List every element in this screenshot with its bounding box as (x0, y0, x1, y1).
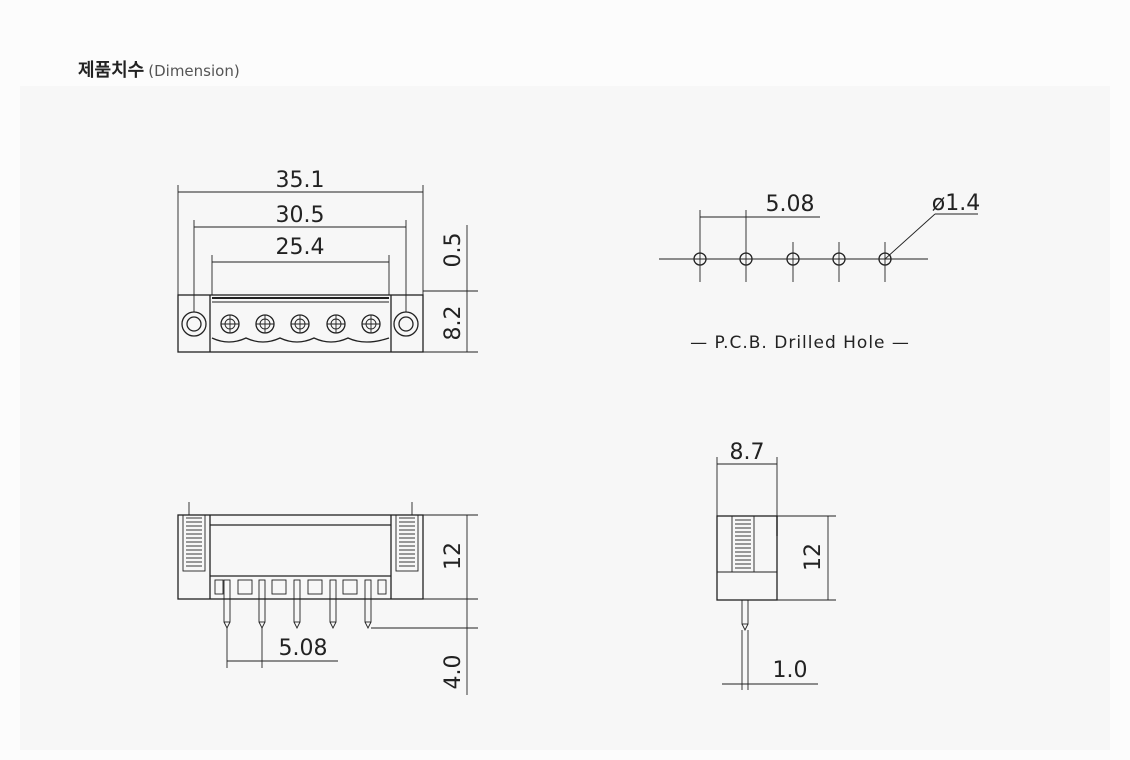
pcb-pin (223, 579, 231, 630)
terminal-screw (290, 314, 310, 334)
pcb-hole (739, 242, 753, 282)
dim-label-front-height: 8.2 (441, 306, 466, 341)
dim-label-side-height: 12 (441, 542, 466, 570)
left-thread (182, 502, 206, 572)
dim-label-side-pitch: 5.08 (279, 636, 328, 661)
dim-label-pcb-pitch: 5.08 (766, 192, 815, 217)
dimension-30-5: 30.5 (193, 203, 407, 312)
right-thread (395, 502, 419, 572)
dim-label-top-offset: 0.5 (441, 233, 466, 268)
terminal-screw (255, 314, 275, 334)
pin-slots (214, 579, 387, 595)
dim-label-end-depth: 8.7 (730, 440, 765, 465)
pcb-pin (364, 579, 372, 630)
pcb-hole-view: 5.08 ø1.4 — P.C.B. Drilled Hole — (659, 191, 980, 353)
end-body-outline (716, 515, 778, 601)
pcb-caption: — P.C.B. Drilled Hole — (690, 333, 910, 353)
pcb-pin (329, 579, 337, 630)
end-pin (741, 599, 749, 632)
terminal-screw (220, 314, 240, 334)
dim-label-pitch-span: 25.4 (276, 235, 325, 260)
end-view: 8.7 12 1.0 (716, 440, 836, 690)
drawing-panel (20, 86, 1110, 750)
pcb-hole (786, 242, 800, 282)
pcb-pin (293, 579, 301, 630)
dimension-vertical-side: 12 4.0 (371, 514, 478, 695)
dimension-side-pitch: 5.08 (226, 628, 338, 668)
dimension-hole-diameter: ø1.4 (884, 191, 980, 260)
front-view: 35.1 30.5 25.4 0.5 8.2 (177, 168, 478, 353)
side-view: 5.08 12 4.0 (177, 502, 478, 695)
front-body-outline (177, 294, 424, 353)
dim-label-end-height: 12 (801, 543, 826, 571)
dimension-end-depth: 8.7 (716, 440, 778, 516)
dim-label-flange-width: 30.5 (276, 203, 325, 228)
terminal-screw (326, 314, 346, 334)
plug-grip-wave (211, 337, 390, 343)
dimension-pin-width: 1.0 (722, 630, 818, 690)
left-flange-screw (181, 311, 207, 337)
pcb-hole (832, 242, 846, 282)
terminal-screw (361, 314, 381, 334)
dim-label-hole-diameter: ø1.4 (932, 191, 980, 216)
pcb-hole (693, 242, 707, 282)
dimension-end-height: 12 (777, 515, 836, 601)
dim-label-pin-width: 1.0 (773, 658, 808, 683)
end-thread (735, 519, 751, 569)
title-korean: 제품치수 (78, 60, 145, 81)
dimension-pcb-pitch: 5.08 (699, 192, 820, 242)
dim-label-total-width: 35.1 (276, 168, 325, 193)
dimension-35-1: 35.1 (177, 168, 424, 295)
right-flange-screw (393, 311, 419, 337)
pcb-hole (878, 242, 892, 282)
dimension-vertical-front: 0.5 8.2 (423, 225, 478, 353)
dim-label-pin-length: 4.0 (441, 655, 466, 690)
pcb-pin (258, 579, 266, 630)
title-english: (Dimension) (148, 62, 240, 80)
dimension-25-4: 25.4 (211, 235, 390, 295)
section-title: 제품치수(Dimension) (78, 56, 240, 82)
